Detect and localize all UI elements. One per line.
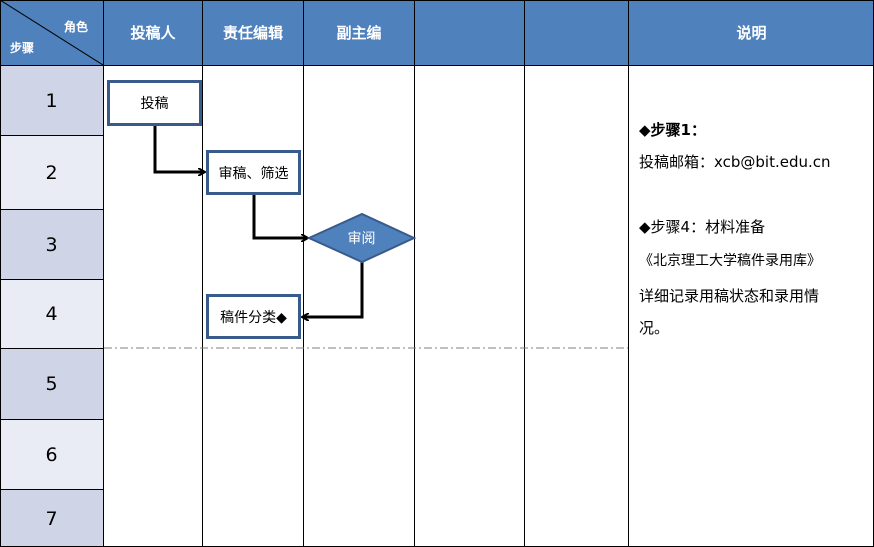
column-header-submitter: 投稿人 <box>104 0 202 65</box>
grid-line <box>103 0 104 547</box>
grid-line <box>0 489 103 490</box>
grid-line <box>0 348 103 349</box>
arrow-evaluate-to-classify <box>303 262 364 317</box>
grid-line <box>0 0 874 1</box>
note-step1-title: ◆步骤1： <box>639 121 706 139</box>
step-cell-7: 7 <box>0 490 103 547</box>
grid-line <box>0 65 874 66</box>
grid-line <box>202 0 203 547</box>
flow-box-classify: 稿件分类◆ <box>206 294 301 339</box>
note-step4-title: ◆步骤4：材料准备 <box>639 218 766 236</box>
flow-diamond-label: 审阅 <box>347 231 376 247</box>
grid-line <box>0 0 1 547</box>
arrow-review-to-evaluate <box>252 195 307 238</box>
column-header-notes: 说明 <box>629 0 874 65</box>
column-header-empty-1 <box>415 0 524 65</box>
arrow-submit-to-review <box>153 126 204 172</box>
column-header-editor: 责任编辑 <box>203 0 303 65</box>
flow-box-review-filter: 审稿、筛选 <box>206 150 301 195</box>
step-cell-4: 4 <box>0 280 103 348</box>
corner-step-label: 步骤 <box>10 41 35 55</box>
corner-role-label: 角色 <box>64 20 89 34</box>
column-header-empty-2 <box>525 0 628 65</box>
note-step4-line1: 《北京理工大学稿件录用库》 <box>639 253 821 269</box>
note-step4-line2: 详细记录用稿状态和录用情 <box>639 287 820 305</box>
header-diagonal-line <box>0 0 103 65</box>
evaluate-diamond <box>306 212 417 264</box>
grid-line <box>524 0 525 547</box>
grid-line <box>0 209 103 210</box>
grid-line <box>0 135 103 136</box>
grid-line <box>0 279 103 280</box>
note-step4-line3: 况。 <box>639 319 670 337</box>
flow-box-submit: 投稿 <box>107 80 202 126</box>
grid-line <box>414 0 415 547</box>
grid-line <box>628 0 629 547</box>
step-cell-3: 3 <box>0 210 103 279</box>
grid-line <box>0 419 103 420</box>
step-cell-5: 5 <box>0 349 103 419</box>
step-cell-2: 2 <box>0 136 103 209</box>
grid-line <box>303 0 304 547</box>
note-step1-email: 投稿邮箱：xcb@bit.edu.cn <box>639 153 831 171</box>
column-header-deputy-chief-editor: 副主编 <box>304 0 414 65</box>
step-cell-1: 1 <box>0 66 103 135</box>
step-cell-6: 6 <box>0 420 103 489</box>
